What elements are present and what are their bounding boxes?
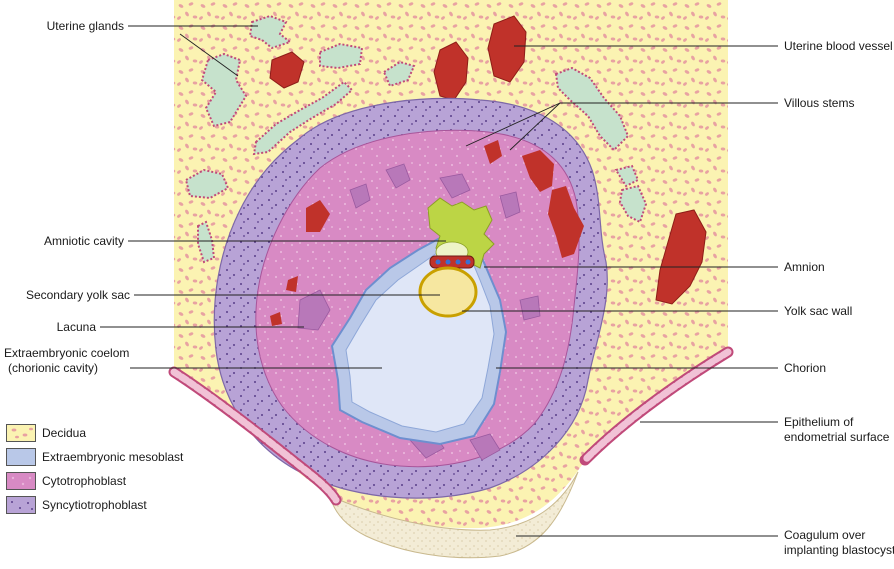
legend-label-mesoblast: Extraembryonic mesoblast xyxy=(42,450,184,464)
legend-item-syncytiotrophoblast: Syncytiotrophoblast xyxy=(6,496,176,514)
secondary-yolk-sac xyxy=(418,266,478,318)
label-lacuna: Lacuna xyxy=(56,320,96,334)
legend-swatch-cytotrophoblast xyxy=(6,472,36,490)
legend-label-cytotrophoblast: Cytotrophoblast xyxy=(42,474,127,488)
uterine-glands xyxy=(184,14,648,264)
legend-label-decidua: Decidua xyxy=(42,426,87,440)
leader-lines xyxy=(100,25,778,537)
label-uterine-blood-vessel: Uterine blood vessel xyxy=(784,39,893,53)
embryonic-disc xyxy=(429,255,475,269)
maternal-blood-lacunae xyxy=(270,140,584,326)
epithelium-left xyxy=(168,366,342,506)
legend-item-cytotrophoblast: Cytotrophoblast xyxy=(6,472,176,490)
label-chorionic-cavity: (chorionic cavity) xyxy=(8,361,99,375)
legend-item-decidua: Decidua xyxy=(6,424,176,442)
legend-label-syncytiotrophoblast: Syncytiotrophoblast xyxy=(42,498,147,512)
label-uterine-glands: Uterine glands xyxy=(46,19,124,33)
epithelium-right xyxy=(579,346,734,466)
label-secondary-yolk-sac: Secondary yolk sac xyxy=(25,288,130,302)
label-amniotic-cavity: Amniotic cavity xyxy=(43,234,124,248)
label-epithelium: Epithelium of xyxy=(784,415,854,429)
label-chorion: Chorion xyxy=(784,361,827,375)
legend-swatch-syncytiotrophoblast xyxy=(6,496,36,514)
label-extraembryonic-coelom: Extraembryonic coelom xyxy=(4,346,130,360)
label-coagulum: Coagulum over xyxy=(784,528,866,542)
label-yolk-sac-wall: Yolk sac wall xyxy=(784,304,853,318)
legend-swatch-decidua xyxy=(6,424,36,442)
label-endometrial-surface: endometrial surface xyxy=(784,430,890,444)
label-amnion: Amnion xyxy=(784,260,825,274)
label-villous-stems: Villous stems xyxy=(784,96,855,110)
uterine-blood-vessels xyxy=(269,15,707,305)
label-implanting-blastocyst: implanting blastocyst xyxy=(784,543,894,557)
legend-item-mesoblast: Extraembryonic mesoblast xyxy=(6,448,183,466)
legend-swatch-mesoblast xyxy=(6,448,36,466)
